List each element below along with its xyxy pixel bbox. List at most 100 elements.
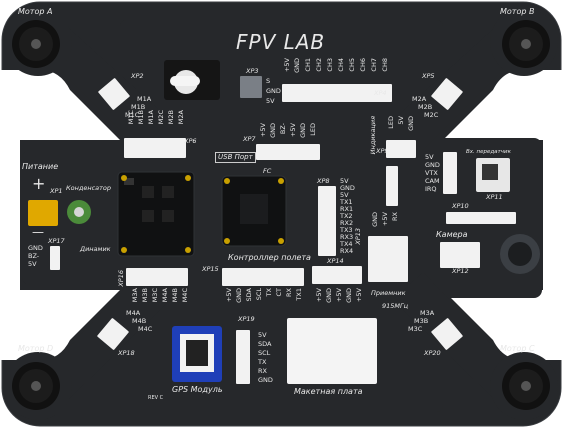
xp15-pin-3: SDA xyxy=(245,288,253,302)
xp15-pin-7: RX xyxy=(285,288,293,297)
xp8-pin-4: TX1 xyxy=(340,198,353,206)
xp3-pin-s: S xyxy=(266,77,271,85)
power-plus: + xyxy=(32,174,46,193)
xp6-pin-4: M2C xyxy=(157,110,165,125)
xp5-label: XP5 xyxy=(422,72,435,80)
motor-c-label: Мотор C xyxy=(500,344,535,353)
xp7-pin-6: LED xyxy=(309,123,317,136)
frequency-label: 915МГц xyxy=(382,302,409,310)
xp14-connector[interactable] xyxy=(312,266,362,284)
xp17-pin-bz: BZ- xyxy=(28,252,40,260)
xp9-pin-1: LED xyxy=(387,116,395,129)
xp6-pin-5: M2B xyxy=(167,110,175,125)
xp9-pin-3: GND xyxy=(407,116,415,131)
xp2-label: XP2 xyxy=(131,72,144,80)
xp8-connector[interactable] xyxy=(318,186,336,256)
xp17-connector[interactable] xyxy=(50,246,60,270)
xp11-pin-2: GND xyxy=(425,161,440,169)
xp5-pin-1: M2A xyxy=(412,95,427,103)
xp14-pin-2: GND xyxy=(325,288,333,303)
xp8-pin-6: TX2 xyxy=(340,212,353,220)
xp2-pin-1: M1A xyxy=(137,95,152,103)
usb-port-label: USB Порт xyxy=(215,152,256,163)
xp12-label: XP12 xyxy=(452,267,469,275)
xp6-connector[interactable] xyxy=(124,138,186,158)
revision-label: REV C xyxy=(148,395,164,401)
xp11-connector[interactable] xyxy=(443,152,457,194)
xp15-connector[interactable] xyxy=(222,268,304,286)
xp7-connector[interactable] xyxy=(256,144,320,160)
xp17-pin-gnd: GND xyxy=(28,244,43,252)
xp9-connector[interactable] xyxy=(386,140,416,158)
xp18-pin-3: M4C xyxy=(138,325,153,333)
motor-d xyxy=(12,362,60,410)
power-title: Питание xyxy=(22,162,59,171)
xp15-pin-6: CT xyxy=(275,288,283,297)
xp20-pin-3: M3C xyxy=(408,325,423,333)
xp6-pin-1: M1C xyxy=(127,110,135,125)
xp14-pin-3: +5V xyxy=(335,288,343,303)
power-minus: — xyxy=(32,225,44,239)
receiver-module[interactable] xyxy=(368,236,408,282)
capacitor-label: Конденсатор xyxy=(66,184,112,192)
breadboard-label: Макетная плата xyxy=(294,387,363,396)
xp8-pin-8: TX3 xyxy=(340,226,353,234)
motor-b xyxy=(502,20,550,68)
xp16-connector[interactable] xyxy=(126,268,188,286)
xp1-label: XP1 xyxy=(50,187,63,195)
xp3-pin-5v: 5V xyxy=(266,97,275,105)
power-connector xyxy=(28,200,58,226)
xp3-connector[interactable] xyxy=(240,76,262,98)
xp8-label: XP8 xyxy=(317,177,330,185)
xp15-pin-1: +5V xyxy=(225,288,233,303)
xp11-label: XP11 xyxy=(486,193,503,201)
xp9-label: XP9 xyxy=(376,147,389,155)
xp19-pin-2: SDA xyxy=(258,340,272,348)
xp19-pin-5: RX xyxy=(258,367,267,375)
xp7-pin-2: GND xyxy=(269,123,277,138)
xp8-pin-9: RX3 xyxy=(340,233,354,241)
xp14-pin-4: GND xyxy=(345,288,353,303)
xp6-label: XP6 xyxy=(184,137,197,145)
xp4-pin-4: CH2 xyxy=(315,58,323,72)
xp15-pin-5: TX xyxy=(265,288,273,297)
xp9-pin-2: 5V xyxy=(397,116,405,125)
xp6-pin-2: M1B xyxy=(137,110,145,125)
camera-connector[interactable] xyxy=(440,242,480,268)
vtx-label: Вх. передатчик xyxy=(466,149,511,155)
xp19-label: XP19 xyxy=(238,315,255,323)
xp4-connector[interactable] xyxy=(282,84,392,102)
xp7-pin-1: +5V xyxy=(259,123,267,138)
esc-board xyxy=(117,171,195,257)
xp15-label: XP15 xyxy=(202,265,219,273)
xp4-pin-2: GND xyxy=(293,58,301,73)
servo xyxy=(164,60,220,100)
xp8-pin-10: TX4 xyxy=(340,240,353,248)
xp11-pin-5: IRQ xyxy=(425,185,437,193)
xp4-pin-7: CH5 xyxy=(348,58,356,72)
xp19-connector[interactable] xyxy=(236,330,250,384)
xp6-pin-6: M2A xyxy=(177,110,185,125)
xp15-pin-8: TX1 xyxy=(295,288,303,301)
xp13-label: XP13 xyxy=(354,228,362,245)
xp17-label: XP17 xyxy=(48,237,65,245)
xp8-pin-11: RX4 xyxy=(340,247,354,255)
xp5-pin-3: M2C xyxy=(424,111,439,119)
xp8-pin-3: 5V xyxy=(340,191,349,199)
xp15-pin-2: GND xyxy=(235,288,243,303)
xp4-pin-6: CH4 xyxy=(337,58,345,72)
xp11-pin-1: 5V xyxy=(425,153,434,161)
xp4-pin-3: CH1 xyxy=(304,58,312,72)
xp13-pin-2: +5V xyxy=(381,212,389,227)
xp14-label: XP14 xyxy=(327,257,344,265)
xp16-pin-2: M3B xyxy=(141,288,149,303)
fc-board xyxy=(221,175,287,247)
xp10-connector[interactable] xyxy=(446,212,516,224)
xp13-pin-3: RX xyxy=(391,212,399,221)
xp2-pin-2: M1B xyxy=(131,103,146,111)
xp16-pin-6: M4C xyxy=(181,288,189,303)
xp19-pin-6: GND xyxy=(258,376,273,384)
xp16-pin-3: M3C xyxy=(151,288,159,303)
xp4-pin-9: CH7 xyxy=(370,58,378,72)
